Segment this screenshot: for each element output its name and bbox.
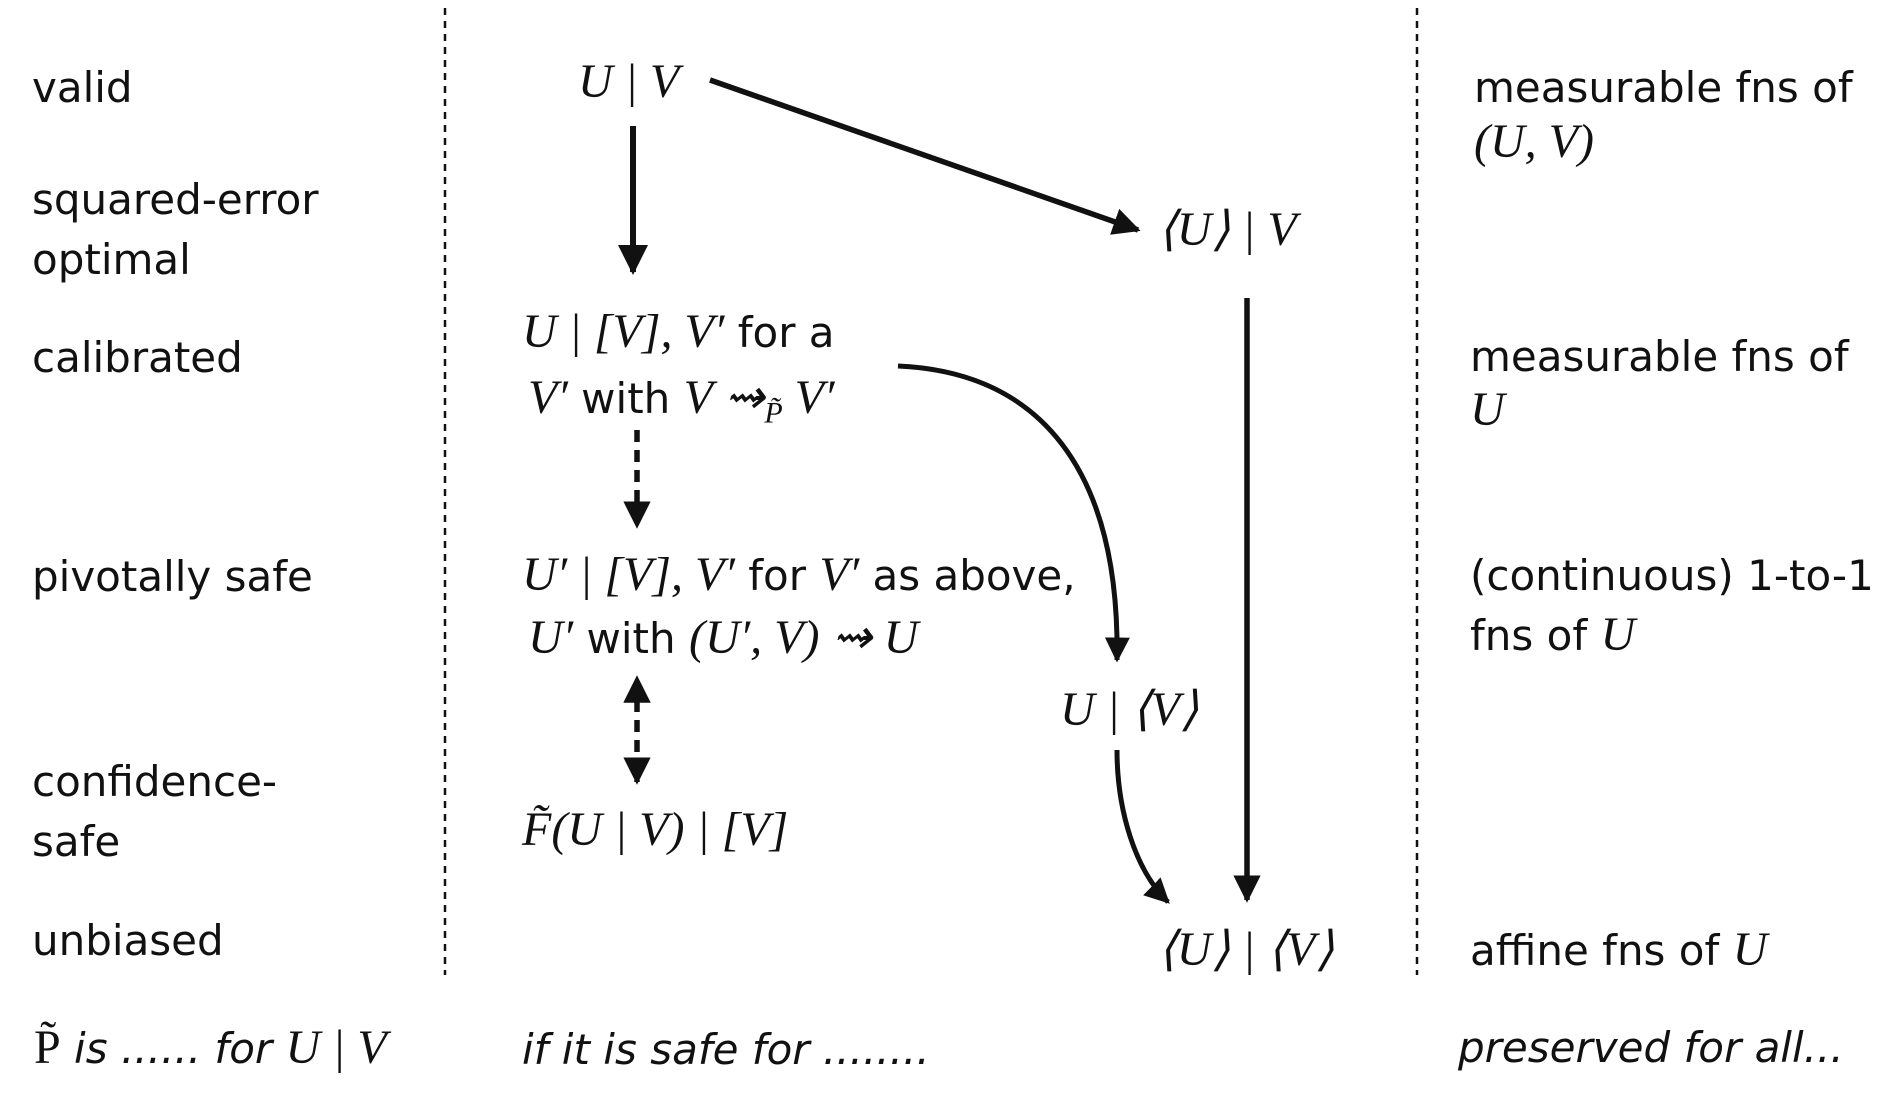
arrow-calibrated-to-u-mean-v	[897, 363, 1130, 663]
preserved-pivot-line1: (continuous) 1-to-1	[1470, 551, 1874, 600]
footer-left-p: P̃	[34, 1021, 61, 1074]
footer-left: P̃ is ...... for U | V	[34, 1018, 387, 1079]
preserved-valid-math: (U, V)	[1474, 115, 1594, 168]
prop-valid: valid	[32, 63, 133, 112]
preserved-unbiased-math: U	[1732, 923, 1768, 976]
preserved-pivot-line2: fns of U	[1470, 605, 1635, 666]
footer-middle: if it is safe for ........	[522, 1025, 930, 1074]
prop-squared-error: squared-error	[32, 175, 319, 224]
footer-left-text: is ...... for	[60, 1024, 286, 1073]
calibrated-line2-math-b: V ⇝	[683, 371, 765, 424]
node-mean-u-given-v: ⟨U⟩ | V	[1158, 203, 1297, 256]
preserved-pivot-line2-math: U	[1600, 608, 1636, 661]
pivot-line2-math-a: U′	[528, 611, 574, 664]
node-u-given-mean-v: U | ⟨V⟩	[1060, 683, 1199, 736]
preserved-unbiased: affine fns of U	[1470, 920, 1767, 981]
node-pivot-line1: U′ | [V], V′ for V′ as above,	[522, 545, 1076, 606]
node-calibrated-line2: V′ with V ⇝P̃ V′	[528, 368, 834, 443]
pivot-line2-math-b: (U′, V) ⇝ U	[688, 611, 919, 664]
pivot-line2-text: with	[573, 614, 689, 663]
node-u-given-v: U | V	[578, 55, 680, 108]
prop-pivotally-safe: pivotally safe	[32, 552, 313, 601]
preserved-unbiased-text: affine fns of	[1470, 926, 1733, 975]
preserved-valid-text: measurable fns of	[1474, 63, 1853, 112]
calibrated-line1-math: U | [V], V′	[522, 305, 725, 358]
pivot-line1-math-b: V′	[819, 548, 860, 601]
calibrated-line1-text: for a	[724, 308, 835, 357]
prop-confidence: confidence-	[32, 757, 278, 806]
calibrated-line2-math-c: V′	[782, 371, 835, 424]
pivot-line1-text-b: as above,	[859, 551, 1076, 600]
preserved-pivot-line2-text: fns of	[1470, 611, 1601, 660]
calibrated-line2-text: with	[567, 374, 684, 423]
prop-calibrated: calibrated	[32, 333, 243, 382]
arrow-valid-to-mean-u	[709, 77, 1141, 235]
pivot-line1-text-a: for	[734, 551, 820, 600]
node-mean-u-given-mean-v: ⟨U⟩ | ⟨V⟩	[1158, 923, 1335, 976]
node-pivot-line2: U′ with (U′, V) ⇝ U	[528, 608, 918, 669]
pivot-line1-math-a: U′ | [V], V′	[522, 548, 735, 601]
prop-unbiased: unbiased	[32, 916, 224, 965]
footer-left-uv: U | V	[285, 1021, 387, 1074]
preserved-calibrated-text: measurable fns of	[1470, 332, 1849, 381]
prop-optimal: optimal	[32, 235, 191, 284]
prop-safe: safe	[32, 817, 121, 866]
node-calibrated-line1: U | [V], V′ for a	[522, 302, 835, 363]
footer-right: preserved for all...	[1458, 1023, 1844, 1072]
preserved-calibrated-math: U	[1470, 383, 1505, 436]
node-confidence: F̃(U | V) | [V]	[522, 803, 789, 856]
calibrated-line2-sub: P̃	[764, 396, 783, 430]
arrow-u-mean-v-to-bottom	[1114, 749, 1170, 904]
calibrated-line2-math-a: V′	[528, 371, 568, 424]
